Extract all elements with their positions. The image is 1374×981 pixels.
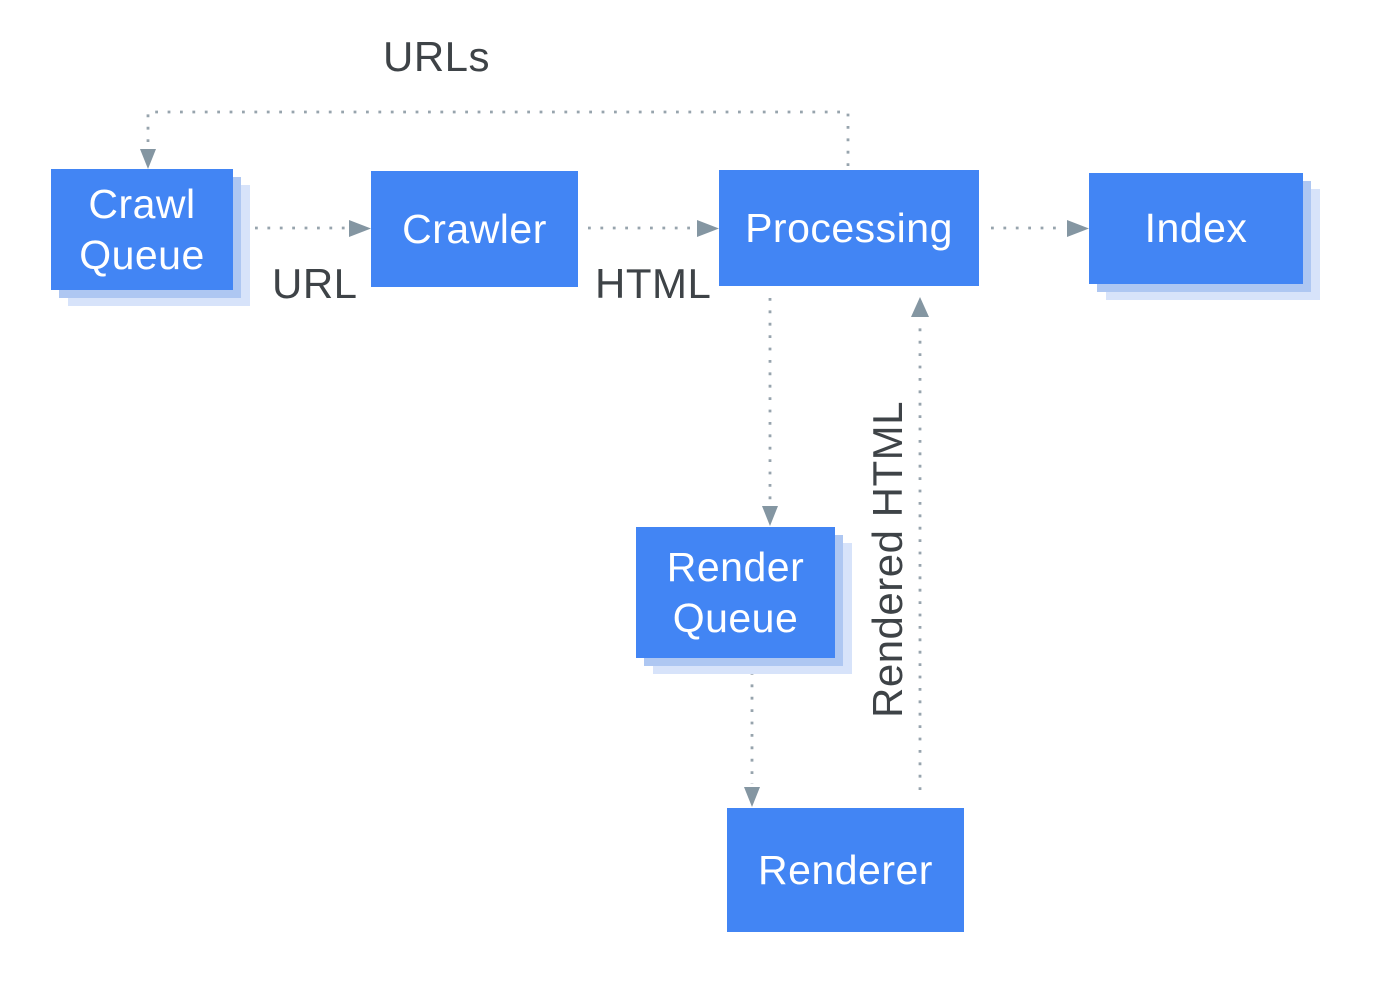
node-index: Index [1089, 173, 1303, 284]
node-processing: Processing [719, 170, 979, 286]
arrowhead-right-processing [697, 220, 719, 237]
node-renderer: Renderer [727, 808, 964, 932]
node-crawl-queue: Crawl Queue [51, 169, 233, 290]
arrowhead-down-render-queue [762, 506, 778, 526]
edge-label-url: URL [272, 260, 358, 307]
edge-label-html: HTML [595, 260, 712, 307]
edge-label-rendered-html: Rendered HTML [864, 401, 911, 718]
node-render-queue: Render Queue [636, 527, 835, 658]
edge-label-urls: URLs [383, 33, 491, 80]
arrowhead-down-renderer [744, 787, 760, 807]
node-crawler: Crawler [371, 171, 578, 287]
arrowhead-right-index [1067, 220, 1089, 237]
arrowhead-up-processing [911, 297, 929, 317]
arrowhead-down-crawl-queue [140, 149, 156, 169]
edge-processing-to-crawl-queue [146, 110, 850, 166]
arrowhead-right-crawler [349, 220, 371, 237]
